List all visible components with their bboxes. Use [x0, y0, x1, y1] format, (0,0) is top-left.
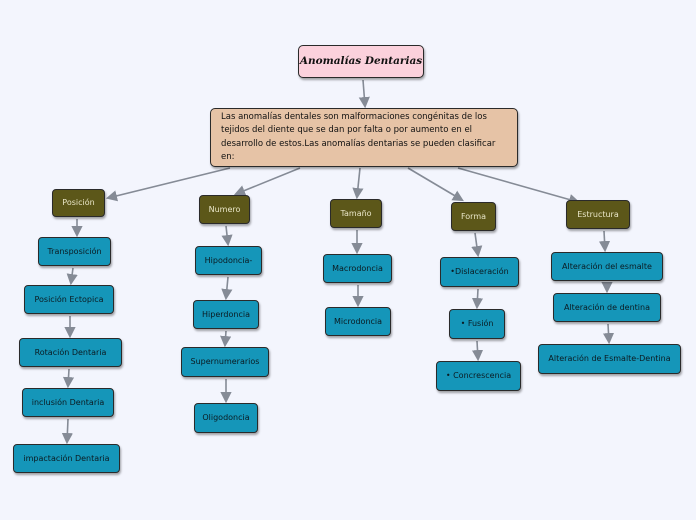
item-macrodoncia[interactable]: Macrodoncia [323, 254, 392, 283]
item-concrescencia[interactable]: • Concrescencia [436, 361, 521, 391]
category-posicion[interactable]: Posición [52, 189, 105, 217]
item-supernumerarios[interactable]: Supernumerarios [181, 347, 269, 377]
item-rotacion-dentaria[interactable]: Rotación Dentaria [19, 338, 122, 367]
item-label: Macrodoncia [332, 263, 383, 273]
category-label: Tamaño [340, 208, 372, 218]
connector-lines [61, 79, 615, 445]
item-label: Posición Ectopica [34, 294, 104, 304]
description-node[interactable]: Las anomalías dentales son malformacione… [210, 108, 518, 167]
item-dislaceracion[interactable]: •Dislaceración [440, 257, 519, 287]
item-label: •Dislaceración [450, 267, 509, 277]
item-alteracion-esmalte-dentina[interactable]: Alteración de Esmalte-Dentina [538, 344, 681, 374]
item-fusion[interactable]: • Fusión [449, 309, 505, 339]
connector-root-description [358, 79, 370, 109]
item-label: Alteración de dentina [563, 302, 651, 312]
item-label: Oligodoncia [202, 413, 250, 423]
category-forma[interactable]: Forma [451, 202, 496, 231]
root-node[interactable]: Anomalías Dentarias [298, 45, 424, 78]
item-label: Alteración de Esmalte-Dentina [548, 354, 671, 364]
item-label: impactación Dentaria [23, 453, 110, 463]
category-label: Numero [208, 204, 241, 214]
connector-posicion-2 [66, 267, 78, 286]
category-label: Forma [460, 211, 487, 221]
connector-posicion-4 [62, 368, 75, 389]
connector-forma-2 [471, 288, 484, 310]
item-alteracion-esmalte[interactable]: Alteración del esmalte [551, 252, 663, 281]
item-label: Microdoncia [333, 316, 383, 326]
connector-forma-1 [471, 232, 483, 258]
connector-posicion [105, 167, 231, 202]
connector-forma [407, 167, 464, 202]
item-transposicion[interactable]: Transposición [38, 237, 111, 266]
item-impactacion-dentaria[interactable]: impactación Dentaria [13, 444, 120, 473]
category-tamano[interactable]: Tamaño [330, 199, 382, 228]
connector-forma-3 [471, 340, 484, 362]
item-oligodoncia[interactable]: Oligodoncia [194, 403, 258, 433]
item-label: Hipodoncia- [204, 255, 253, 265]
category-label: Posición [62, 198, 95, 208]
item-inclusion-dentaria[interactable]: inclusión Dentaria [22, 388, 114, 417]
item-label: Alteración del esmalte [562, 261, 652, 271]
item-hipodoncia[interactable]: Hipodoncia- [195, 246, 262, 275]
item-label: Transposición [47, 246, 102, 256]
item-label: Rotación Dentaria [34, 347, 107, 357]
connector-numero-3 [220, 330, 232, 348]
connector-tamano [352, 167, 364, 200]
item-label: inclusión Dentaria [31, 397, 105, 407]
description-text: Las anomalías dentales son malformacione… [221, 112, 496, 162]
connector-numero-1 [221, 225, 233, 247]
item-label: • Concrescencia [445, 371, 512, 381]
category-label: Estructura [577, 209, 619, 219]
root-title: Anomalías Dentarias [299, 55, 423, 68]
item-hiperdoncia[interactable]: Hiperdoncia [193, 300, 259, 329]
category-numero[interactable]: Numero [199, 195, 250, 224]
item-label: Supernumerarios [190, 357, 260, 367]
item-label: Hiperdoncia [202, 309, 250, 319]
item-microdoncia[interactable]: Microdoncia [325, 307, 391, 336]
connector-estructura [457, 167, 581, 205]
connector-numero-2 [221, 276, 233, 301]
connector-estructura-1 [598, 230, 611, 253]
item-alteracion-dentina[interactable]: Alteración de dentina [553, 293, 661, 322]
connector-estructura-3 [602, 323, 615, 345]
category-estructura[interactable]: Estructura [566, 200, 630, 229]
connector-numero [233, 167, 301, 196]
item-label: • Fusión [460, 319, 494, 329]
connector-posicion-5 [61, 418, 73, 445]
item-posicion-ectopica[interactable]: Posición Ectopica [24, 285, 114, 314]
